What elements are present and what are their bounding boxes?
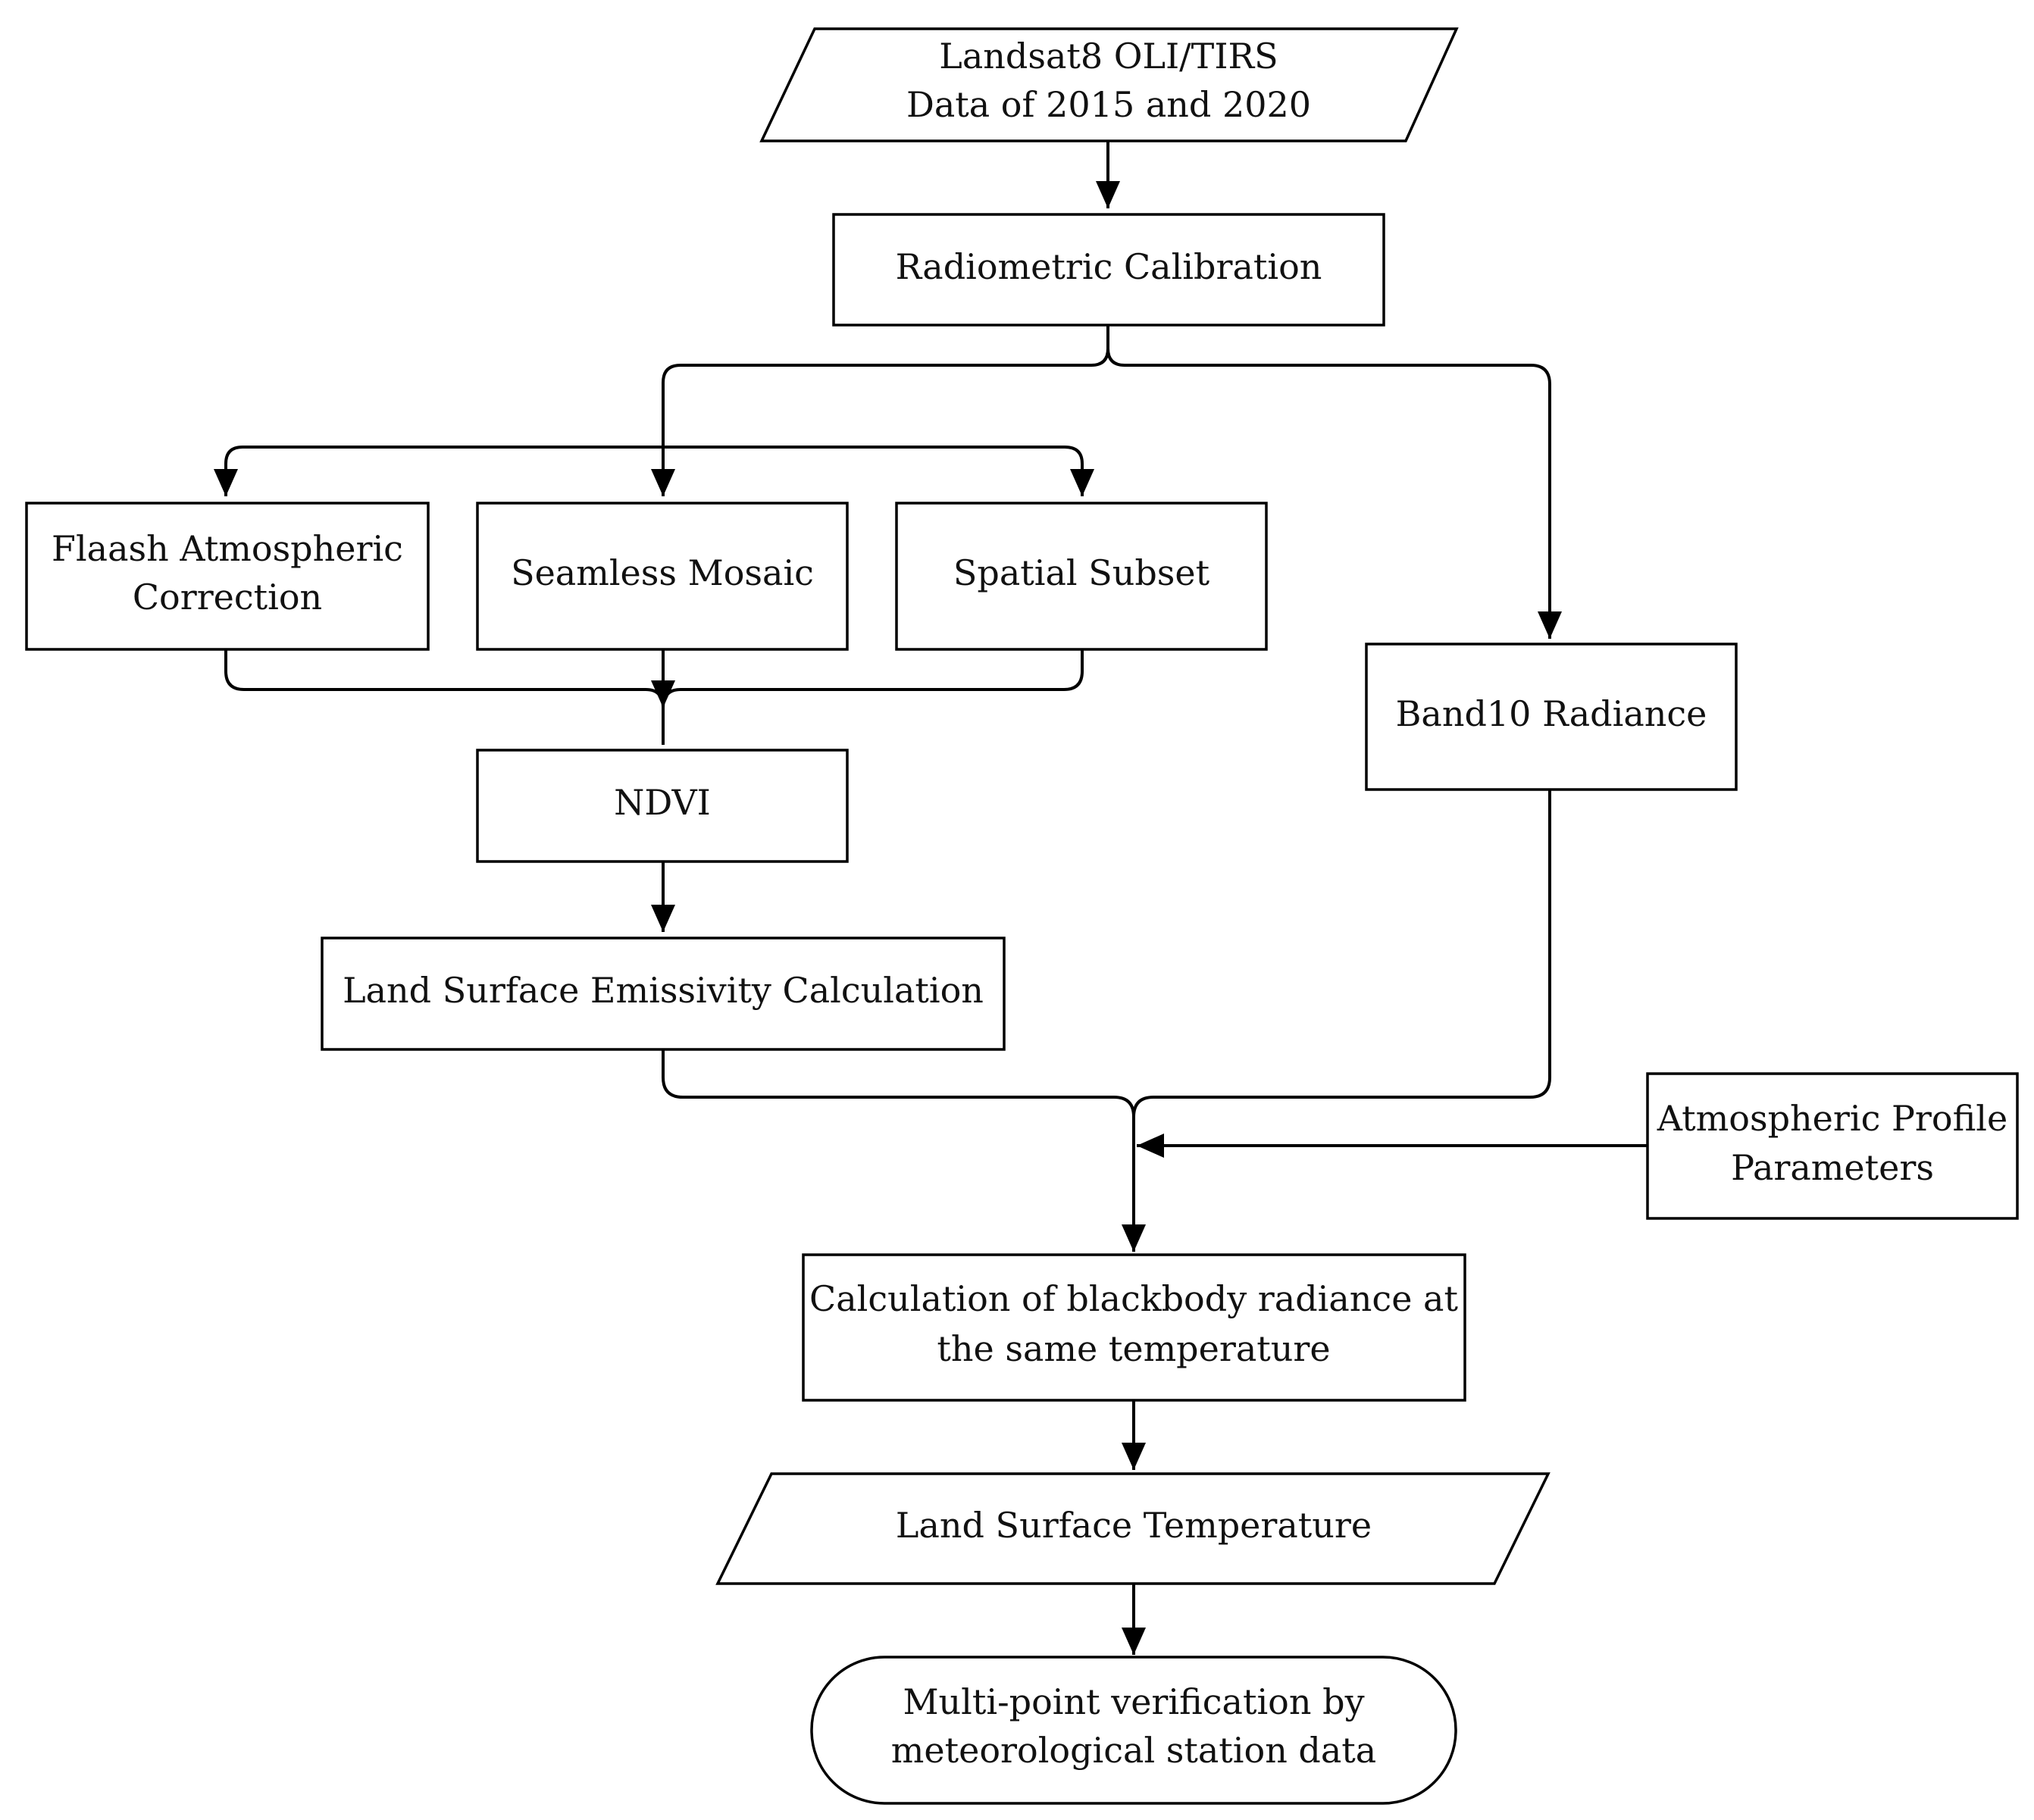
node-seamless-mosaic-label: Seamless Mosaic: [511, 552, 814, 593]
edge-branch-to-flaash-and-subset: [224, 446, 1084, 496]
node-verification-line-1: Multi-point verification by: [903, 1681, 1364, 1722]
node-flaash-correction-line-2: Correction: [133, 577, 322, 618]
node-blackbody-radiance-line-1: Calculation of blackbody radiance at: [809, 1278, 1458, 1319]
input-parallelogram: [759, 27, 1459, 142]
node-atmospheric-profile-line-2: Parameters: [1731, 1147, 1934, 1188]
node-ndvi: NDVI: [476, 749, 849, 863]
edge-radiometric-to-band10: [1106, 348, 1562, 639]
node-band10-radiance: Band10 Radiance: [1365, 643, 1738, 791]
node-land-surface-temperature-label: Land Surface Temperature: [896, 1505, 1372, 1546]
node-seamless-mosaic: Seamless Mosaic: [476, 502, 849, 651]
node-flaash-correction-line-1: Flaash Atmospheric: [52, 528, 403, 569]
process-box: [321, 937, 1006, 1051]
node-spatial-subset: Spatial Subset: [895, 502, 1268, 651]
node-landsat-data: Landsat8 OLI/TIRS Data of 2015 and 2020: [759, 27, 1459, 142]
terminator-shape: [810, 1656, 1457, 1805]
node-blackbody-radiance: Calculation of blackbody radiance at the…: [802, 1253, 1466, 1402]
node-emissivity: Land Surface Emissivity Calculation: [321, 937, 1006, 1051]
node-blackbody-radiance-line-2: the same temperature: [937, 1328, 1330, 1369]
edge-emissivity-to-blackbody: [662, 1049, 1146, 1252]
process-box: [1365, 643, 1738, 791]
node-spatial-subset-label: Spatial Subset: [953, 552, 1210, 593]
node-atmospheric-profile-line-1: Atmospheric Profile: [1657, 1098, 2007, 1139]
edge-band10-to-blackbody: [1132, 790, 1551, 1118]
node-land-surface-temperature: Land Surface Temperature: [715, 1472, 1551, 1585]
process-box: [476, 502, 849, 651]
node-flaash-correction: Flaash Atmospheric Correction: [25, 502, 430, 651]
node-radiometric-calibration-label: Radiometric Calibration: [896, 246, 1322, 287]
process-box: [802, 1253, 1466, 1402]
connectors: [214, 141, 1648, 1655]
node-emissivity-label: Land Surface Emissivity Calculation: [343, 970, 984, 1011]
node-verification-line-2: meteorological station data: [891, 1730, 1376, 1771]
process-box: [895, 502, 1268, 651]
edge-merge-to-ndvi: [224, 649, 1084, 745]
process-box: [25, 502, 430, 651]
input-box: [1646, 1072, 2019, 1220]
node-radiometric-calibration: Radiometric Calibration: [832, 213, 1385, 327]
output-parallelogram: [715, 1472, 1551, 1585]
edge-radiometric-branch-left: [651, 326, 1109, 496]
node-ndvi-label: NDVI: [614, 782, 711, 823]
node-landsat-data-line-2: Data of 2015 and 2020: [906, 84, 1311, 125]
node-verification: Multi-point verification by meteorologic…: [810, 1656, 1457, 1805]
node-atmospheric-profile: Atmospheric Profile Parameters: [1646, 1072, 2019, 1220]
node-band10-radiance-label: Band10 Radiance: [1396, 693, 1707, 734]
process-box: [832, 213, 1385, 327]
process-box: [476, 749, 849, 863]
node-landsat-data-line-1: Landsat8 OLI/TIRS: [939, 36, 1278, 77]
